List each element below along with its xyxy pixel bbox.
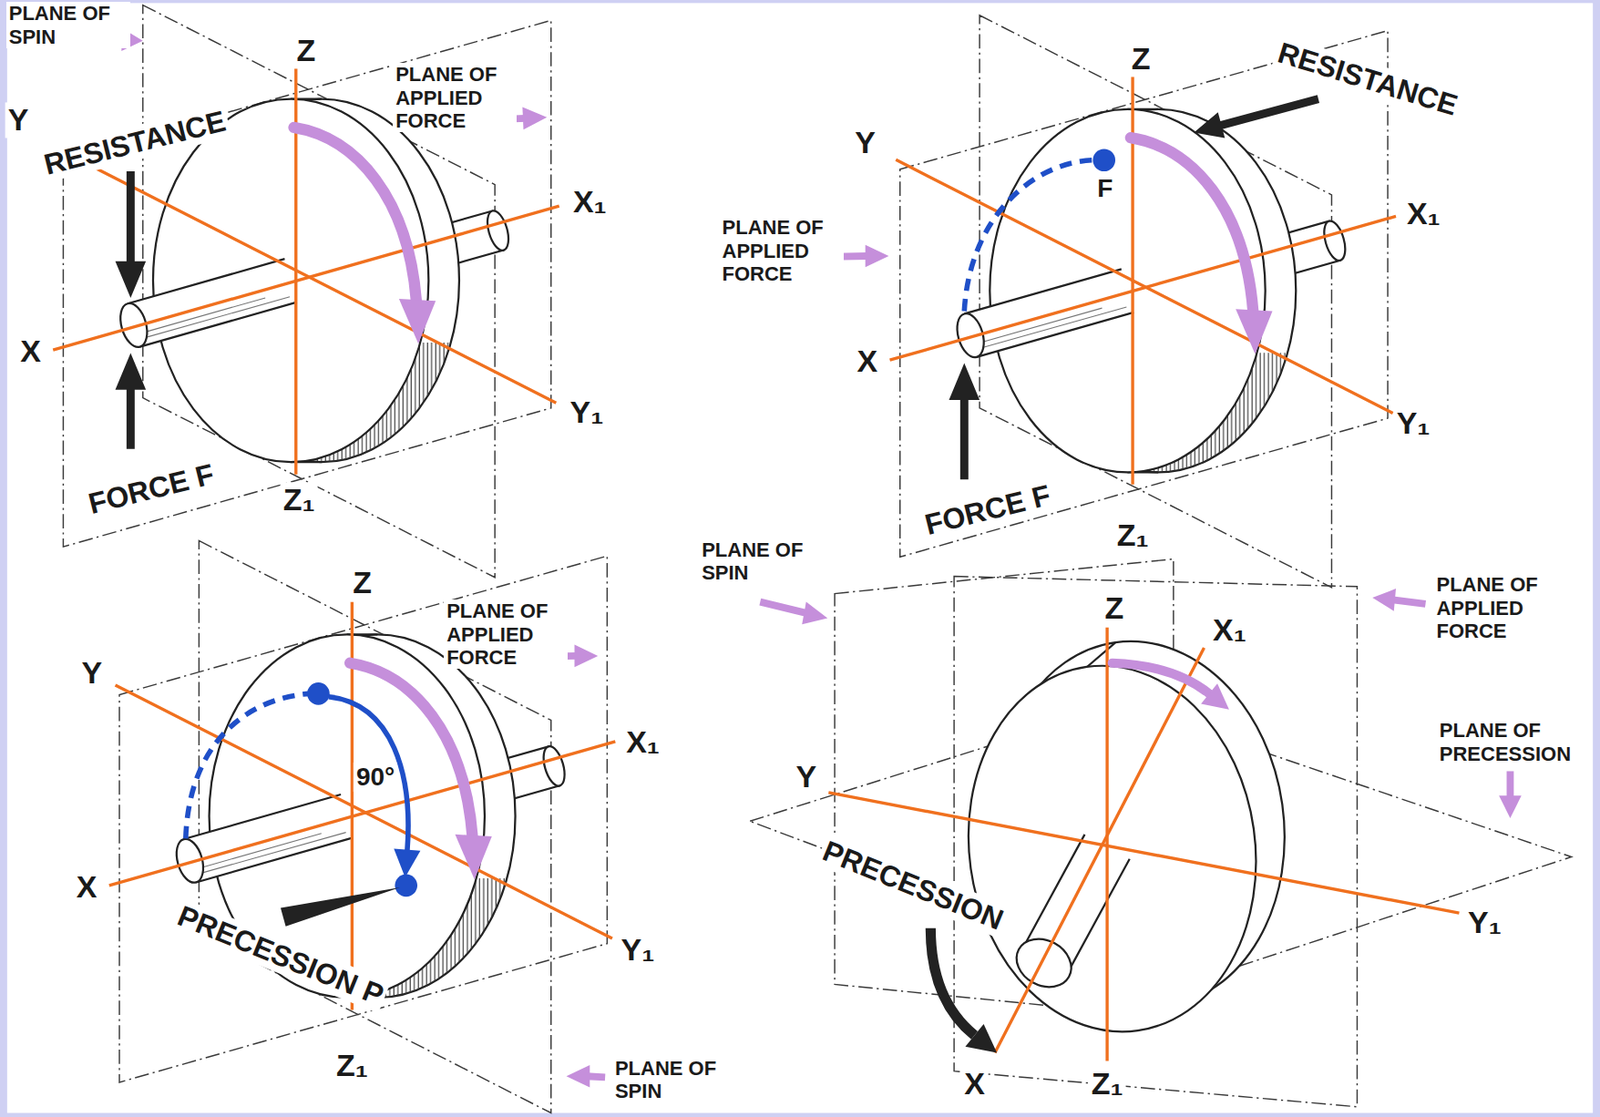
axis-label: X₁	[1404, 196, 1444, 233]
axis-label: Z₁	[1088, 1066, 1127, 1103]
force-path	[185, 693, 310, 839]
x-axis	[994, 647, 1205, 1053]
label-pointer-head	[566, 1065, 591, 1088]
plane-label: PLANE OF PRECESSION	[1436, 718, 1581, 766]
gyroscope	[109, 540, 616, 1113]
plane-label: PLANE OF APPLIED FORCE	[392, 62, 517, 133]
force-label: FORCE F	[82, 457, 220, 523]
angle-label: 90°	[353, 762, 398, 792]
precession-label: PRECESSION P	[170, 898, 391, 1014]
axis-label: Z	[1128, 41, 1154, 77]
axis-label: Z	[1102, 591, 1128, 627]
gyroscope	[890, 15, 1396, 588]
force-label: RESISTANCE	[1271, 35, 1464, 124]
label-pointer	[759, 602, 806, 614]
precession-arrow-head	[964, 1024, 997, 1053]
axis-label: X₁	[1210, 612, 1250, 648]
label-pointer-head	[1372, 588, 1396, 612]
gyroscope	[52, 5, 559, 578]
axis-label: Z₁	[1114, 517, 1152, 554]
label-pointer-head	[801, 602, 828, 626]
plane-label: PLANE OF SPIN	[6, 1, 131, 49]
axis-label: Y₁	[1465, 905, 1505, 942]
force-point	[1092, 148, 1116, 172]
resistance-arrow	[115, 171, 147, 298]
label-pointer-head	[574, 645, 599, 668]
precession-path-head	[393, 849, 421, 878]
axis-label: Z₁	[280, 482, 318, 518]
axis-label: X	[961, 1066, 988, 1103]
plane-label: PLANE OF SPIN	[612, 1056, 737, 1104]
axis-label: Y	[851, 124, 879, 161]
plane-label: PLANE OF APPLIED FORCE	[1433, 573, 1558, 643]
axis-label: Y₁	[1394, 405, 1434, 442]
axis-label: Y	[78, 655, 105, 691]
force-label: RESISTANCE	[38, 102, 233, 182]
label-pointer	[1393, 599, 1426, 604]
label-pointer	[1507, 770, 1515, 798]
axis-label: X	[73, 870, 101, 906]
plane-label: PLANE OF APPLIED FORCE	[719, 215, 844, 286]
force-arrow	[949, 363, 981, 481]
force-point	[307, 682, 330, 706]
axis-label: X₁	[570, 184, 610, 220]
axis-label: Z₁	[333, 1047, 371, 1084]
resistance-arrow	[1193, 94, 1320, 138]
precession-point	[394, 874, 418, 898]
precession-path	[328, 697, 409, 852]
spin-arrow	[1112, 663, 1210, 695]
label-pointer-head	[522, 107, 547, 131]
rotor-front-face	[944, 646, 1280, 1051]
axis-label: Y	[5, 102, 32, 139]
axis-label: Y₁	[567, 395, 607, 431]
axis-label: Z	[294, 32, 319, 69]
spin-arrow-head	[1200, 683, 1230, 710]
axis-label: Y₁	[618, 933, 658, 969]
precession-arrow	[280, 887, 400, 927]
axis-label: X	[854, 344, 882, 380]
label-pointer-head	[1498, 795, 1522, 819]
precession-label: PRECESSION	[815, 832, 1011, 938]
label-pointer-head	[865, 245, 890, 268]
force-path	[964, 160, 1092, 312]
axis-label: Y	[792, 759, 820, 796]
force-arrow	[115, 352, 147, 449]
page-ground	[7, 2, 1593, 1113]
front-shaft-end	[1007, 929, 1080, 996]
plane-label: PLANE OF SPIN	[698, 538, 823, 585]
axis-label: X₁	[623, 725, 663, 761]
plane-label: PLANE OF APPLIED FORCE	[443, 599, 568, 669]
axis-label: Z	[349, 565, 375, 602]
precession-arrow	[930, 928, 975, 1036]
point-label: F	[1094, 174, 1116, 204]
force-label: FORCE F	[919, 477, 1057, 543]
axis-label: X	[17, 334, 44, 370]
